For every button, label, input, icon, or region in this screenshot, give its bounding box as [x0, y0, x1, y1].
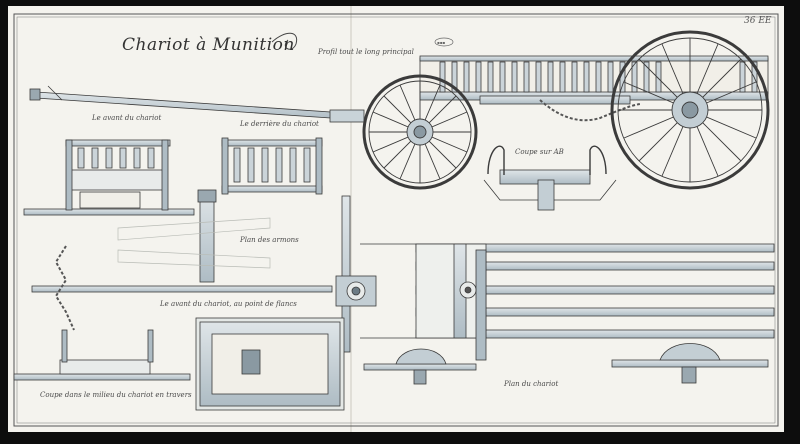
- cross-section: [13, 329, 191, 381]
- label-coupe-ab: Coupe sur AB: [515, 148, 564, 156]
- middle-pole: [31, 189, 333, 331]
- label-avant: Le avant du chariot: [92, 114, 162, 122]
- label-plan-armons: Plan des armons: [240, 236, 299, 244]
- armons-plan: [117, 217, 271, 269]
- plan-view: [360, 243, 775, 361]
- page-number: 36 EE: [744, 16, 772, 26]
- label-arriere: Le derrière du chariot: [240, 120, 319, 128]
- plate-frame: [13, 13, 779, 427]
- title-flourish: [271, 32, 298, 50]
- front-end-view: [23, 139, 195, 216]
- axletree-plan: [195, 317, 345, 411]
- profile-pole: [29, 85, 365, 123]
- wheel-section-rear: [611, 343, 769, 384]
- label-coupe-avant: Coupe dans le milieu du chariot en trave…: [40, 391, 192, 399]
- coupe-ab-view: [483, 145, 617, 211]
- rear-wheel: [610, 30, 770, 190]
- plate-title: Chariot à Munition: [122, 35, 295, 55]
- fore-carriage: [335, 195, 377, 353]
- svg-text:▪▪▪: ▪▪▪: [437, 40, 445, 45]
- stamp: [434, 37, 454, 47]
- label-plan-chariot: Plan du chariot: [504, 380, 559, 388]
- front-wheel: [362, 74, 478, 190]
- plate-subtitle: Profil tout le long principal: [318, 48, 414, 56]
- rear-end-view: [221, 137, 323, 195]
- wheel-section-front: [363, 348, 477, 385]
- label-profil-timon: Le avant du chariot, au point de flancs: [160, 300, 297, 308]
